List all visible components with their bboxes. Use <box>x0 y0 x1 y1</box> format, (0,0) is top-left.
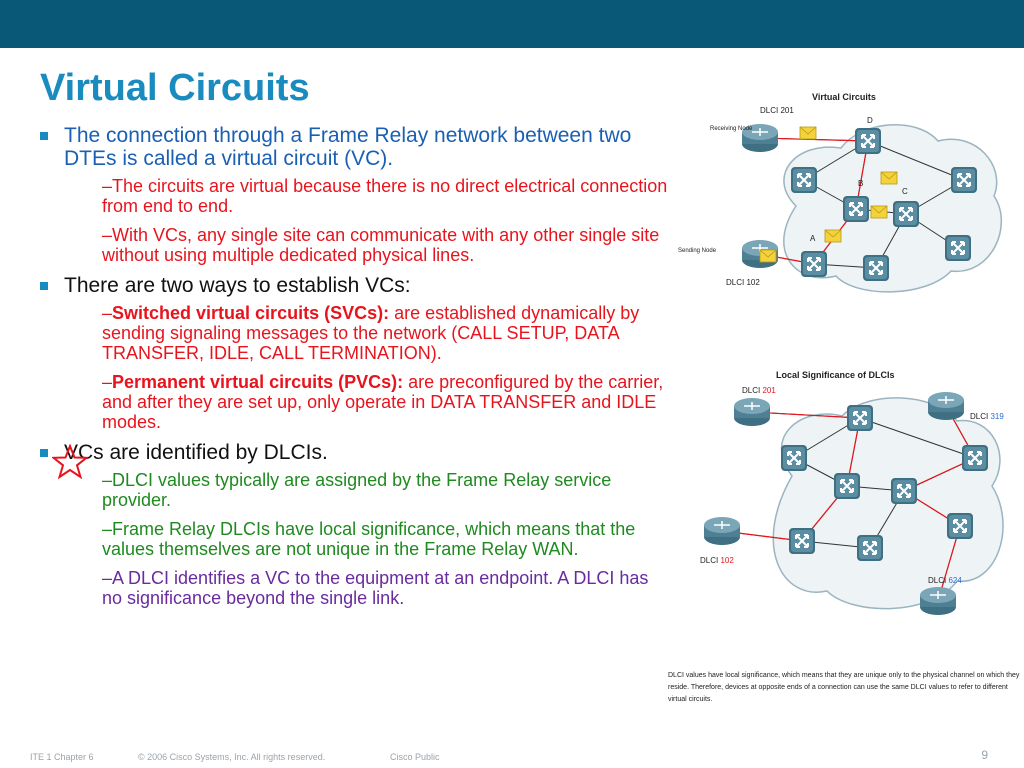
sending-node-label: Sending Node <box>678 248 717 254</box>
sub-bullet-3-2: –Frame Relay DLCIs have local significan… <box>102 519 636 559</box>
dlci-201-label: DLCI 201 <box>760 106 794 115</box>
page-number: 9 <box>981 748 988 762</box>
figure-caption: DLCI values have local significance, whi… <box>668 672 1020 703</box>
virtual-circuits-diagram <box>741 123 1003 293</box>
bullet-1: The connection through a Frame Relay net… <box>38 124 670 170</box>
bullet-2: There are two ways to establish VCs: <box>38 274 670 297</box>
bullet-square-icon <box>40 449 48 457</box>
footer-copyright: © 2006 Cisco Systems, Inc. All rights re… <box>138 752 326 762</box>
sub-bullet-3-1: –DLCI values typically are assigned by t… <box>102 470 612 510</box>
sub-bullet-3-3: –A DLCI identifies a VC to the equipment… <box>102 568 649 608</box>
bullet-square-icon <box>40 132 48 140</box>
node-b-label: B <box>858 179 864 188</box>
virtual-circuits-figure: Virtual Circuits DLCI 201 Receiving Node… <box>676 86 1016 300</box>
slide-title: Virtual Circuits <box>40 67 310 109</box>
sub-bullet-2-1: –Switched virtual circuits (SVCs): are e… <box>102 303 640 363</box>
local-significance-diagram <box>703 391 1004 616</box>
node-c-label: C <box>902 187 908 196</box>
header-bar <box>0 0 1024 48</box>
dlci-102-label: DLCI 102 <box>726 278 760 287</box>
bullet-square-icon <box>40 282 48 290</box>
dlci-102-label: DLCI 102 <box>700 556 734 565</box>
node-d-label: D <box>867 116 873 125</box>
node-a-label: A <box>810 234 816 243</box>
figure-2-title: Local Significance of DLCIs <box>776 370 895 380</box>
footer-classification: Cisco Public <box>390 752 440 762</box>
dlci-201-label: DLCI 201 <box>742 386 776 395</box>
local-significance-figure: Local Significance of DLCIs DLCI 201 DLC… <box>692 366 1020 666</box>
sub-bullet-1-2: –With VCs, any single site can communica… <box>102 225 660 265</box>
footer-chapter: ITE 1 Chapter 6 <box>30 752 94 762</box>
sub-bullet-2-2: –Permanent virtual circuits (PVCs): are … <box>102 372 664 432</box>
receiving-node-label: Receiving Node <box>710 126 753 132</box>
figure-1-title: Virtual Circuits <box>812 92 876 102</box>
dlci-319-label: DLCI 319 <box>970 412 1004 421</box>
star-icon <box>52 444 88 480</box>
slide-body: The connection through a Frame Relay net… <box>38 124 670 617</box>
bullet-3: VCs are identified by DLCIs. <box>38 441 670 464</box>
sub-bullet-1-1: –The circuits are virtual because there … <box>102 176 668 216</box>
dlci-624-label: DLCI 624 <box>928 576 962 585</box>
